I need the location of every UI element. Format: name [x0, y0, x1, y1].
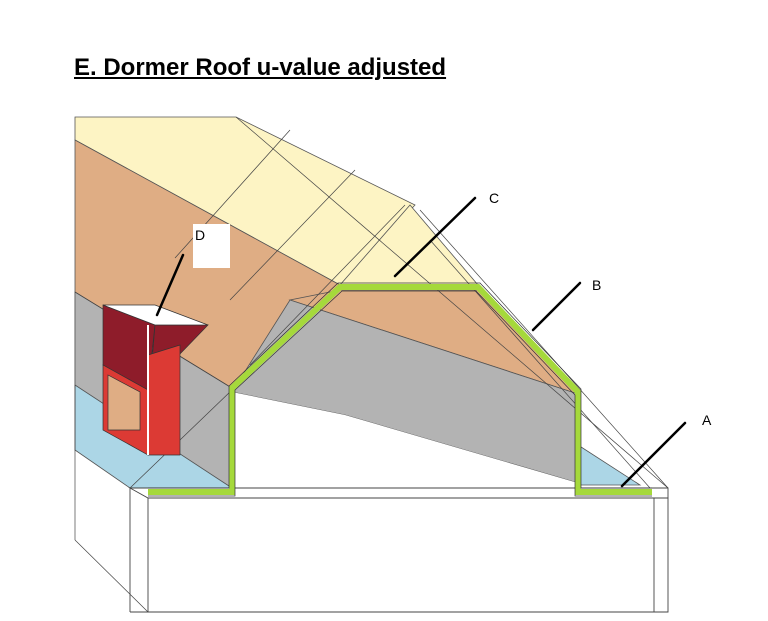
label-b: B: [592, 277, 601, 293]
label-d-box: [193, 224, 230, 268]
chimney: [102, 304, 209, 456]
wall-block-front: [147, 497, 669, 613]
insulation-line: [148, 284, 652, 495]
leader-lines: [155, 196, 687, 488]
wall-top-slab: [128, 487, 669, 499]
dormer-interior: [232, 392, 578, 488]
label-c: C: [489, 190, 499, 206]
label-a: A: [702, 412, 712, 428]
label-d: D: [195, 227, 205, 243]
page-title: E. Dormer Roof u-value adjusted: [74, 54, 447, 81]
